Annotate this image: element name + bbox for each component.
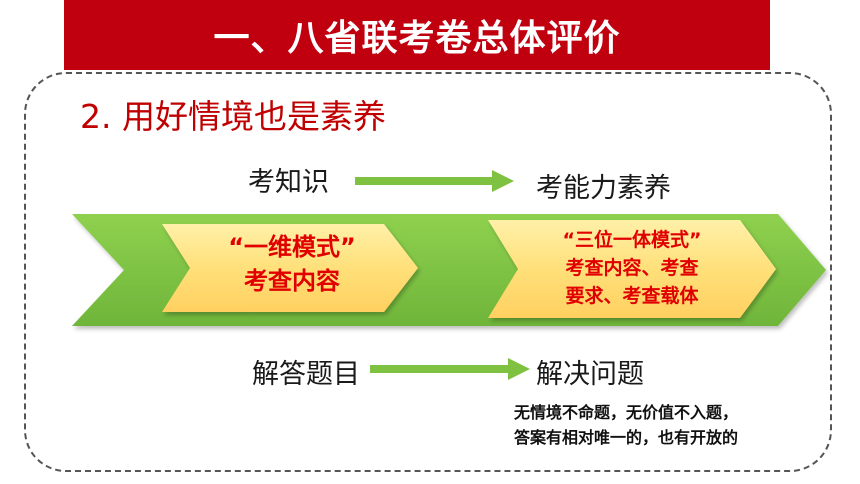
- note-text: 无情境不命题，无价值不入题， 答案有相对唯一的，也有开放的: [514, 400, 834, 450]
- left-yellow-chevron: [162, 224, 418, 312]
- left-box-line1: “一维模式”: [228, 233, 356, 261]
- note-line2: 答案有相对唯一的，也有开放的: [514, 428, 739, 447]
- section-subtitle: 2. 用好情境也是素养: [80, 97, 386, 136]
- note-line1: 无情境不命题，无价值不入题，: [514, 403, 739, 422]
- top-arrow: [355, 170, 514, 192]
- title-banner: 一、八省联考卷总体评价: [64, 0, 770, 70]
- right-box-line2: 考查内容、考查: [565, 257, 699, 279]
- label-answer: 解答题目: [252, 359, 360, 390]
- label-knowledge: 考知识: [248, 167, 329, 198]
- left-box-line2: 考查内容: [244, 267, 340, 295]
- page-title: 一、八省联考卷总体评价: [213, 18, 621, 59]
- right-box-text: “三位一体模式” 考查内容、考查 要求、考查载体: [516, 226, 748, 310]
- content-frame: [24, 72, 832, 472]
- right-yellow-chevron: [488, 220, 776, 318]
- bottom-arrow: [370, 358, 530, 380]
- right-box-line1: “三位一体模式”: [562, 229, 702, 251]
- label-solve: 解决问题: [536, 359, 644, 390]
- label-ability: 考能力素养: [536, 173, 671, 204]
- right-box-line3: 要求、考查载体: [565, 285, 699, 307]
- left-box-text: “一维模式” 考查内容: [192, 230, 392, 298]
